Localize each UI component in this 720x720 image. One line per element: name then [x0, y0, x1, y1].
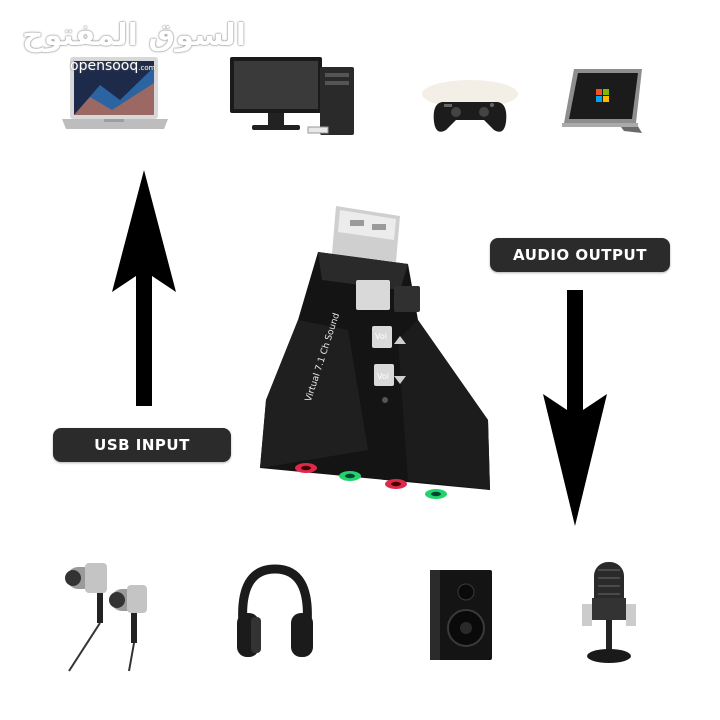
gamepad-icon — [422, 80, 518, 132]
speaker-icon — [430, 570, 492, 660]
down-arrow — [543, 290, 607, 526]
usb-input-label: USB INPUT — [53, 428, 231, 462]
up-arrow — [112, 170, 176, 406]
vol-down-label: Vol — [377, 372, 389, 381]
watermark-latin: opensooq.com — [70, 58, 155, 74]
usb-sound-card — [260, 206, 490, 499]
headphones-icon — [237, 564, 313, 657]
microphone-icon — [582, 562, 636, 663]
laptop-icon — [62, 57, 168, 129]
tablet-pc-icon — [562, 69, 642, 133]
watermark-latin-suffix: .com — [138, 64, 156, 72]
vol-up-label: Vol — [375, 332, 387, 341]
audio-output-label: AUDIO OUTPUT — [490, 238, 670, 272]
earphones-icon — [65, 563, 147, 672]
watermark-latin-text: opensooq — [70, 58, 139, 74]
desktop-computer-icon — [230, 57, 354, 135]
watermark-arabic: السوق المفتوح — [22, 18, 247, 53]
